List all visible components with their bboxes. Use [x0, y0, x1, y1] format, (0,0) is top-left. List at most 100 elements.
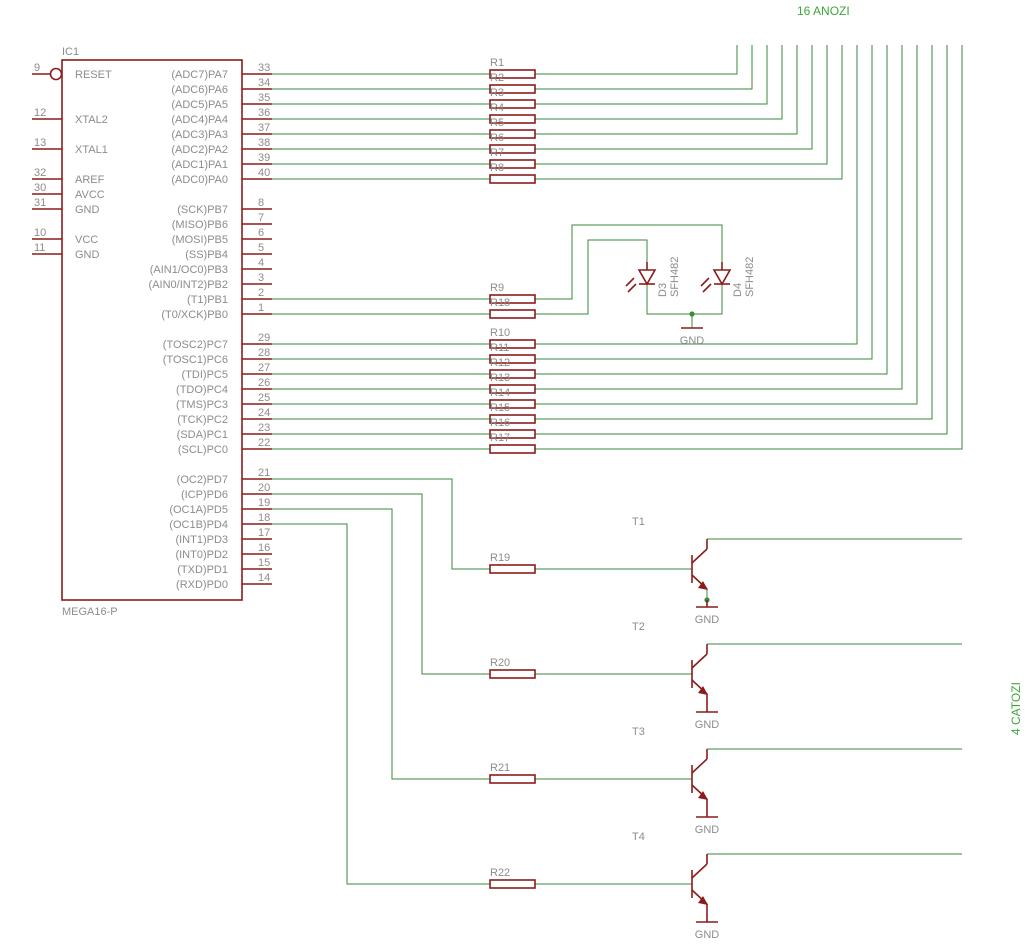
net-anode [535, 45, 768, 105]
resistor [489, 309, 536, 319]
pin-number: 23 [258, 422, 270, 434]
resistor [489, 369, 536, 379]
pin-number: 14 [258, 572, 270, 584]
resistor [489, 129, 536, 139]
ic-name: IC1 [62, 46, 79, 58]
transistor-label: T1 [632, 516, 645, 528]
resistor-label: R21 [490, 762, 510, 774]
resistor-label: R16 [490, 417, 510, 429]
resistor [489, 144, 536, 154]
pin-name: (ADC2)PA2 [171, 144, 228, 156]
net-pd [272, 523, 490, 885]
transistor-arrow [698, 686, 708, 695]
resistor-label: R15 [490, 402, 510, 414]
resistor-label: R10 [490, 327, 510, 339]
resistor [489, 384, 536, 394]
net-anode [535, 45, 918, 405]
pin-number: 35 [258, 92, 270, 104]
transistor-collector [691, 548, 708, 564]
led-d3-value: SFH482 [669, 257, 681, 297]
net-anode [535, 45, 903, 390]
resistor-label: R20 [490, 657, 510, 669]
resistor [489, 339, 536, 349]
transistor-label: T2 [632, 621, 645, 633]
pin-number: 11 [34, 242, 45, 254]
resistor [489, 84, 536, 94]
pin-number: 8 [258, 197, 264, 209]
pin-name: AVCC [75, 189, 105, 201]
pin-number: 36 [258, 107, 270, 119]
resistor [489, 879, 536, 889]
pin-number: 34 [258, 77, 270, 89]
resistor [489, 69, 536, 79]
parts [32, 59, 732, 923]
pin-name: (T0/XCK)PB0 [161, 309, 228, 321]
led-d4-ray [702, 283, 712, 293]
pin-number: 33 [258, 62, 270, 74]
net-anode [535, 45, 843, 180]
resistor-label: R14 [490, 387, 510, 399]
pin-number: 1 [258, 302, 264, 314]
labels: IC1 MEGA16-P 16 ANOZI 4 CATOZI 9RESET12X… [34, 4, 1023, 941]
pin-name: (T1)PB1 [187, 294, 228, 306]
anode-bus-label: 16 ANOZI [797, 4, 850, 18]
net-anode [535, 45, 963, 450]
pin-number: 38 [258, 137, 270, 149]
gnd-transistor-label: GND [695, 929, 720, 941]
pin-name: GND [75, 249, 100, 261]
gnd-transistor-label: GND [695, 719, 720, 731]
ic-body [61, 59, 243, 601]
pin-number: 28 [258, 347, 270, 359]
pin-number: 2 [258, 287, 264, 299]
led-d4-body [712, 269, 732, 286]
resistor-label: R5 [490, 117, 504, 129]
resistor-label: R4 [490, 102, 504, 114]
pin-number: 15 [258, 557, 270, 569]
resistor-label: R3 [490, 87, 504, 99]
resistor-label: R19 [490, 552, 510, 564]
led-d3-ray [627, 283, 637, 293]
pin-number: 19 [258, 497, 270, 509]
led-d3-ray [625, 277, 635, 287]
net-pd [272, 493, 490, 675]
pin-number: 9 [34, 62, 40, 74]
pin-name: (TDI)PC5 [182, 369, 228, 381]
pin-number: 16 [258, 542, 270, 554]
resistor-label: R13 [490, 372, 510, 384]
pin-name: (ICP)PD6 [181, 489, 228, 501]
pin-number: 10 [34, 227, 46, 239]
pin-name: AREF [75, 174, 105, 186]
resistor-label: R12 [490, 357, 510, 369]
net-anode [535, 45, 813, 150]
reset-bubble [49, 67, 63, 81]
pin-number: 4 [258, 257, 264, 269]
net-pd [272, 478, 490, 570]
pin-name: (OC1B)PD4 [169, 519, 228, 531]
led-d4-value: SFH482 [744, 257, 756, 297]
pin-number: 30 [34, 182, 46, 194]
pin-name: (TOSC1)PC6 [163, 354, 228, 366]
pin-name: (INT0)PD2 [175, 549, 228, 561]
pin-name: RESET [75, 69, 112, 81]
net-anode [535, 45, 738, 75]
pin-name: (SCK)PB7 [177, 204, 228, 216]
pin-number: 31 [34, 197, 46, 209]
pin-name: (SS)PB4 [185, 249, 228, 261]
pin-number: 27 [258, 362, 270, 374]
pin-name: (SCL)PC0 [178, 444, 228, 456]
pin-name: (TMS)PC3 [176, 399, 228, 411]
pin-name: (MOSI)PB5 [172, 234, 228, 246]
pin-name: XTAL1 [75, 144, 108, 156]
junction [689, 311, 695, 317]
pin-number: 21 [258, 467, 270, 479]
resistor [489, 99, 536, 109]
pin-number: 22 [258, 437, 270, 449]
pin-name: (AIN1/OC0)PB3 [150, 264, 228, 276]
ic-value: MEGA16-P [62, 606, 118, 618]
resistor-label: R18 [490, 297, 510, 309]
net-anode [535, 45, 873, 360]
net-anode [535, 45, 753, 90]
pin-name: (ADC7)PA7 [171, 69, 228, 81]
pin-name: (MISO)PB6 [172, 219, 228, 231]
pin-name: (ADC0)PA0 [171, 174, 228, 186]
